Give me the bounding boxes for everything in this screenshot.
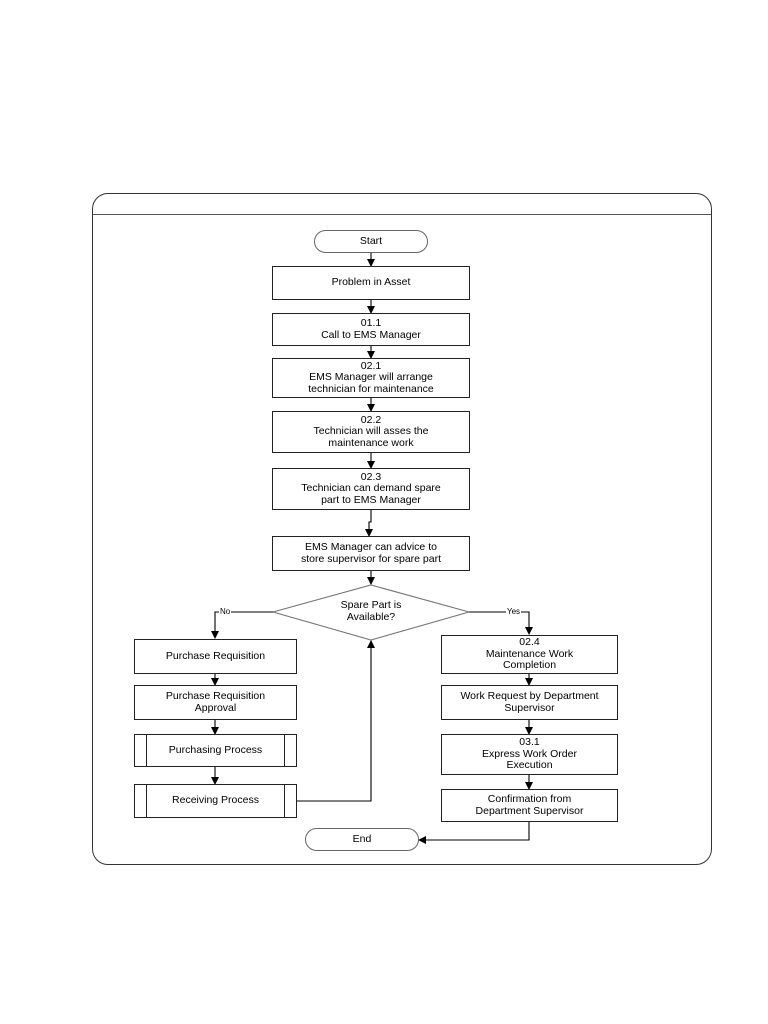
step-01-1-text: Call to EMS Manager	[321, 328, 421, 341]
decision-no-label: No	[219, 607, 232, 616]
work-request-line1: Work Request by Department	[460, 690, 599, 702]
receiving-process-label: Receiving Process	[172, 794, 259, 807]
end-label: End	[352, 832, 372, 845]
problem-label: Problem in Asset	[331, 276, 411, 289]
step-02-2-line2: maintenance work	[328, 436, 414, 449]
process-work-request: Work Request by Department Supervisor	[441, 685, 618, 720]
step-02-1-code: 02.1	[360, 359, 382, 372]
step-02-1-line2: technician for maintenance	[308, 382, 434, 395]
start-label: Start	[359, 234, 383, 247]
start-terminal: Start	[314, 230, 428, 253]
confirmation-line1: Confirmation from	[487, 793, 572, 805]
advice-line2: store supervisor for spare part	[300, 552, 442, 565]
process-advice: EMS Manager can advice to store supervis…	[272, 536, 470, 571]
subprocess-purchasing: Purchasing Process	[134, 734, 297, 767]
work-request-line2: Supervisor	[504, 701, 555, 714]
step-02-3-line2: part to EMS Manager	[321, 493, 421, 506]
arrow-decision-no	[211, 611, 273, 639]
advice-line1: EMS Manager can advice to	[305, 541, 437, 553]
confirmation-line2: Department Supervisor	[475, 804, 584, 817]
purchasing-process-label: Purchasing Process	[168, 743, 263, 756]
process-02-2: 02.2 Technician will asses the maintenan…	[272, 411, 470, 453]
pr-approval-line1: Purchase Requisition	[165, 690, 266, 702]
step-02-4-line1: Maintenance Work	[485, 647, 574, 660]
end-terminal: End	[305, 828, 419, 851]
purchase-requisition-label: Purchase Requisition	[165, 649, 266, 662]
decision-text: Spare Part is Available?	[313, 599, 429, 623]
decision-line2: Available?	[346, 610, 396, 623]
decision-line1: Spare Part is	[340, 599, 402, 611]
step-02-4-code: 02.4	[519, 636, 540, 649]
step-02-1-line1: EMS Manager will arrange	[309, 371, 433, 384]
arrow-02-3-advice	[365, 510, 373, 537]
step-01-1-code: 01.1	[360, 317, 382, 329]
arrow-decision-yes	[469, 611, 533, 635]
step-03-1-line1: Express Work Order	[482, 747, 577, 760]
step-02-2-code: 02.2	[360, 413, 382, 426]
step-02-4-line2: Completion	[502, 659, 557, 672]
process-purchase-requisition: Purchase Requisition	[134, 639, 297, 674]
step-03-1-code: 03.1	[519, 736, 540, 749]
step-02-2-line1: Technician will asses the	[313, 425, 429, 438]
process-pr-approval: Purchase Requisition Approval	[134, 685, 297, 720]
step-02-3-code: 02.3	[360, 470, 382, 483]
decision-yes-label: Yes	[506, 607, 522, 616]
step-02-3-line1: Technician can demand spare	[301, 482, 441, 495]
process-03-1: 03.1 Express Work Order Execution	[441, 734, 618, 775]
arrow-receiving-decision	[297, 640, 375, 802]
process-02-1: 02.1 EMS Manager will arrange technician…	[272, 358, 470, 398]
step-03-1-line2: Execution	[506, 759, 553, 772]
frame-header	[93, 194, 711, 215]
process-02-3: 02.3 Technician can demand spare part to…	[272, 468, 470, 510]
subprocess-receiving: Receiving Process	[134, 784, 297, 818]
pr-approval-line2: Approval	[194, 701, 237, 714]
process-01-1: 01.1 Call to EMS Manager	[272, 313, 470, 346]
process-problem-in-asset: Problem in Asset	[272, 266, 470, 300]
process-02-4: 02.4 Maintenance Work Completion	[441, 635, 618, 674]
arrow-confirmation-end	[418, 822, 530, 844]
process-confirmation: Confirmation from Department Supervisor	[441, 789, 618, 822]
